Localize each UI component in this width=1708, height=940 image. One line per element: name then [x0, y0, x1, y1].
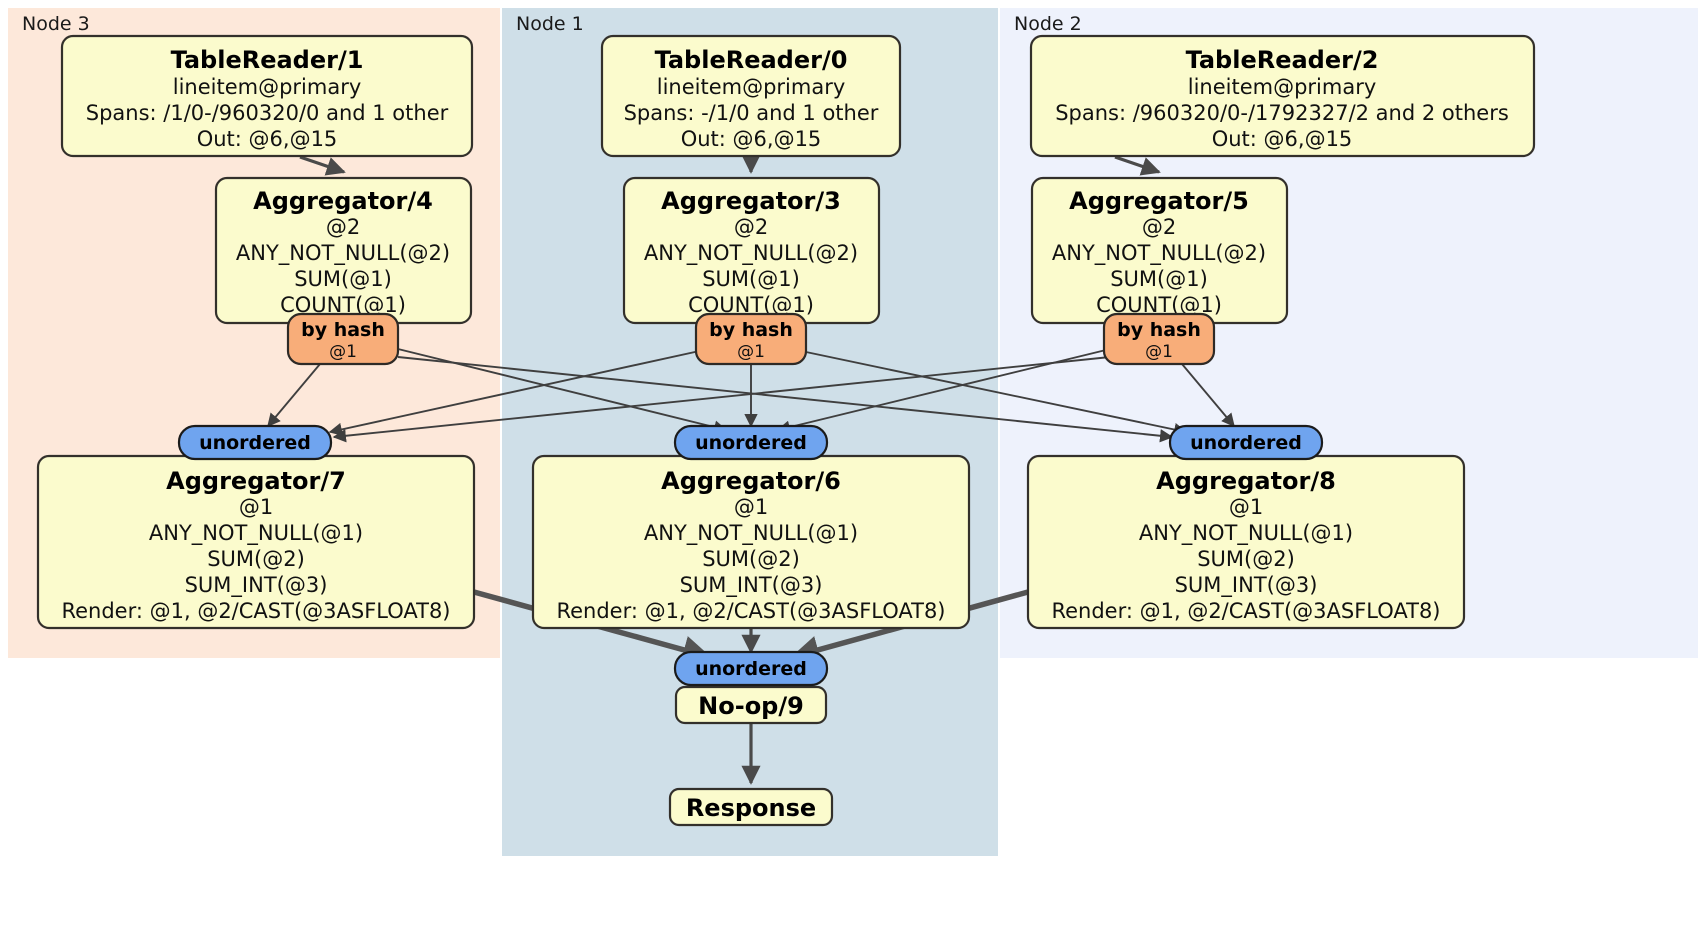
aggregator6-line-4: Render: @1, @2/CAST(@3ASFLOAT8)	[556, 599, 945, 623]
aggregator8-line-0: @1	[1229, 495, 1263, 519]
by-hash-left-sub: @1	[329, 342, 357, 362]
aggregator5-line-0: @2	[1142, 215, 1176, 239]
by-hash-right-label: by hash	[1117, 319, 1201, 341]
tablereader0-line-1: Spans: -/1/0 and 1 other	[624, 101, 879, 125]
by-hash-center-label: by hash	[709, 319, 793, 341]
aggregator7-title: Aggregator/7	[166, 467, 346, 495]
tablereader0-line-0: lineitem@primary	[657, 75, 846, 99]
edge-tr2-agg5	[1114, 155, 1161, 176]
edge-hashright-unorderedcenter	[776, 348, 1111, 434]
edge-hashleft-unorderedleft	[267, 363, 321, 428]
pill-by-hash-left[interactable]: by hash @1	[286, 312, 400, 366]
edges-stage1	[299, 154, 1161, 176]
node-aggregator4[interactable]: Aggregator/4 @2 ANY_NOT_NULL(@2) SUM(@1)…	[214, 176, 473, 325]
aggregator3-title: Aggregator/3	[661, 187, 841, 215]
node-aggregator5[interactable]: Aggregator/5 @2 ANY_NOT_NULL(@2) SUM(@1)…	[1030, 176, 1289, 325]
tablereader1-line-1: Spans: /1/0-/960320/0 and 1 other	[86, 101, 449, 125]
tablereader1-line-2: Out: @6,@15	[197, 127, 338, 151]
unordered-final-label: unordered	[695, 658, 807, 680]
node-aggregator7[interactable]: Aggregator/7 @1 ANY_NOT_NULL(@1) SUM(@2)…	[36, 454, 476, 630]
tablereader1-line-0: lineitem@primary	[173, 75, 362, 99]
pill-unordered-final[interactable]: unordered	[673, 650, 829, 687]
aggregator7-line-3: SUM_INT(@3)	[185, 573, 328, 598]
node-aggregator8[interactable]: Aggregator/8 @1 ANY_NOT_NULL(@1) SUM(@2)…	[1026, 454, 1466, 630]
response-title: Response	[686, 794, 816, 822]
aggregator3-line-1: ANY_NOT_NULL(@2)	[644, 241, 858, 266]
panel-node1-label: Node 1	[516, 13, 584, 35]
aggregator8-line-2: SUM(@2)	[1197, 547, 1295, 571]
aggregator8-line-1: ANY_NOT_NULL(@1)	[1139, 521, 1353, 546]
node-aggregator3[interactable]: Aggregator/3 @2 ANY_NOT_NULL(@2) SUM(@1)…	[622, 176, 881, 325]
aggregator7-line-0: @1	[239, 495, 273, 519]
unordered-center-label: unordered	[695, 432, 807, 454]
tablereader1-title: TableReader/1	[171, 46, 364, 74]
node-tablereader0[interactable]: TableReader/0 lineitem@primary Spans: -/…	[600, 34, 902, 158]
aggregator6-line-2: SUM(@2)	[702, 547, 800, 571]
aggregator4-line-1: ANY_NOT_NULL(@2)	[236, 241, 450, 266]
aggregator8-line-4: Render: @1, @2/CAST(@3ASFLOAT8)	[1051, 599, 1440, 623]
aggregator7-line-2: SUM(@2)	[207, 547, 305, 571]
tablereader2-line-0: lineitem@primary	[1188, 75, 1377, 99]
tablereader0-title: TableReader/0	[655, 46, 848, 74]
edge-hashcenter-unorderedright	[805, 351, 1188, 437]
aggregator8-line-3: SUM_INT(@3)	[1175, 573, 1318, 598]
edge-hashright-unorderedleft	[332, 356, 1111, 443]
tablereader2-title: TableReader/2	[1186, 46, 1379, 74]
edge-hashcenter-unorderedleft	[328, 349, 705, 436]
node-response[interactable]: Response	[668, 787, 834, 827]
pill-unordered-center[interactable]: unordered	[673, 424, 829, 461]
aggregator7-line-4: Render: @1, @2/CAST(@3ASFLOAT8)	[61, 599, 450, 623]
noop9-title: No-op/9	[698, 692, 804, 720]
aggregator6-line-3: SUM_INT(@3)	[680, 573, 823, 598]
aggregator5-title: Aggregator/5	[1069, 187, 1249, 215]
aggregator6-line-0: @1	[734, 495, 768, 519]
tablereader0-line-2: Out: @6,@15	[681, 127, 822, 151]
node-aggregator6[interactable]: Aggregator/6 @1 ANY_NOT_NULL(@1) SUM(@2)…	[531, 454, 971, 630]
aggregator3-line-2: SUM(@1)	[702, 267, 800, 291]
by-hash-right-sub: @1	[1145, 342, 1173, 362]
tablereader2-line-1: Spans: /960320/0-/1792327/2 and 2 others	[1055, 101, 1509, 125]
aggregator7-line-1: ANY_NOT_NULL(@1)	[149, 521, 363, 546]
aggregator6-line-1: ANY_NOT_NULL(@1)	[644, 521, 858, 546]
edge-hashright-unorderedright	[1181, 363, 1235, 428]
aggregator4-line-2: SUM(@1)	[294, 267, 392, 291]
panel-node2-label: Node 2	[1014, 13, 1082, 35]
aggregator4-title: Aggregator/4	[253, 187, 433, 215]
panel-node3-label: Node 3	[22, 13, 90, 35]
aggregator3-line-0: @2	[734, 215, 768, 239]
pill-unordered-left[interactable]: unordered	[177, 424, 333, 461]
aggregator5-line-2: SUM(@1)	[1110, 267, 1208, 291]
node-noop9[interactable]: No-op/9	[674, 685, 828, 725]
by-hash-left-label: by hash	[301, 319, 385, 341]
by-hash-center-sub: @1	[737, 342, 765, 362]
aggregator5-line-1: ANY_NOT_NULL(@2)	[1052, 241, 1266, 266]
pill-unordered-right[interactable]: unordered	[1168, 424, 1324, 461]
aggregator6-title: Aggregator/6	[661, 467, 841, 495]
aggregator4-line-0: @2	[326, 215, 360, 239]
unordered-left-label: unordered	[199, 432, 311, 454]
unordered-right-label: unordered	[1190, 432, 1302, 454]
pill-by-hash-center[interactable]: by hash @1	[694, 312, 808, 366]
aggregator8-title: Aggregator/8	[1156, 467, 1336, 495]
tablereader2-line-2: Out: @6,@15	[1212, 127, 1353, 151]
edge-hashleft-unorderedright	[397, 356, 1174, 443]
node-tablereader2[interactable]: TableReader/2 lineitem@primary Spans: /9…	[1029, 34, 1536, 158]
node-tablereader1[interactable]: TableReader/1 lineitem@primary Spans: /1…	[60, 34, 474, 158]
edges-shuffle	[267, 348, 1235, 443]
edge-tr1-agg4	[299, 155, 346, 176]
pill-by-hash-right[interactable]: by hash @1	[1102, 312, 1216, 366]
